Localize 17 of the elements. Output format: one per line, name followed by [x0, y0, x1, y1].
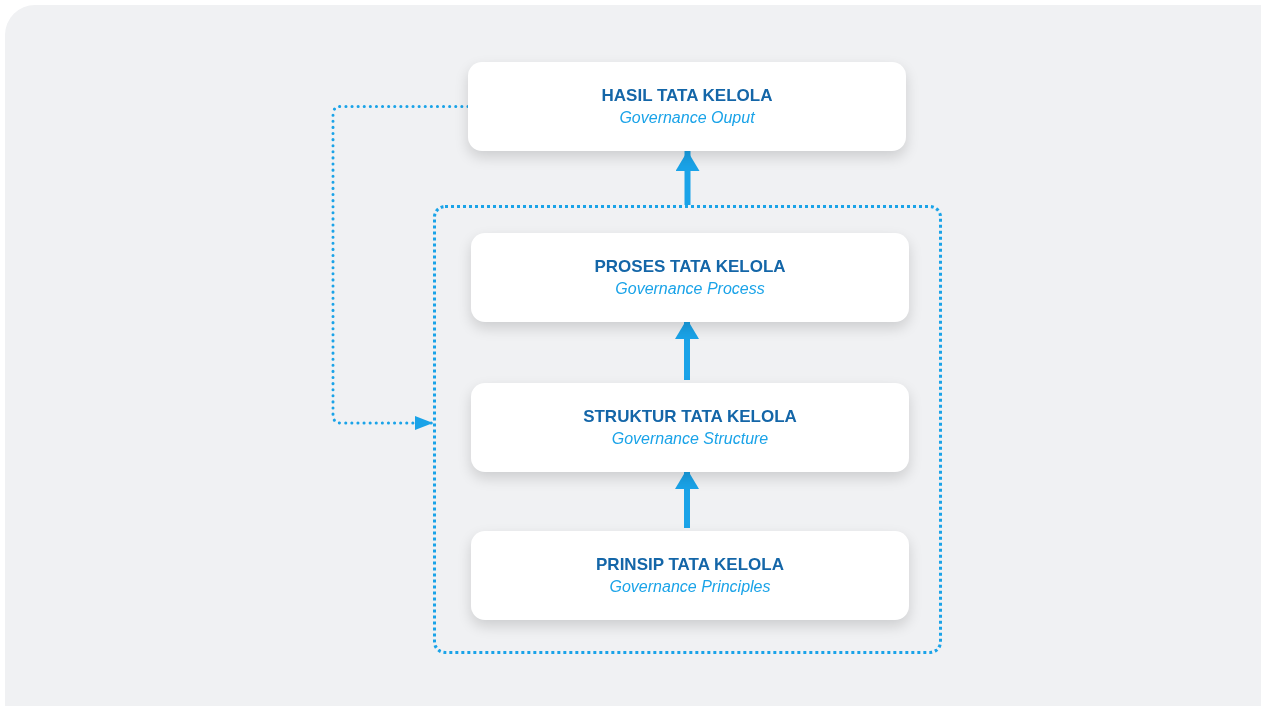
box-subtitle: Governance Structure [611, 428, 769, 449]
arrow [675, 151, 700, 205]
process-box [471, 383, 909, 472]
arrow [331, 105, 470, 430]
box-subtitle: Governance Principles [609, 576, 771, 597]
box-title: HASIL TATA KELOLA [601, 84, 773, 107]
arrow [675, 469, 699, 528]
box-title: STRUKTUR TATA KELOLA [583, 405, 797, 428]
box-title: PRINSIP TATA KELOLA [596, 553, 784, 576]
process-box [471, 233, 909, 322]
group-frame [433, 205, 942, 654]
box-subtitle: Governance Ouput [619, 107, 755, 128]
process-box [471, 531, 909, 620]
process-box [468, 62, 906, 151]
arrow [675, 319, 699, 380]
box-title: PROSES TATA KELOLA [594, 255, 786, 278]
box-subtitle: Governance Process [615, 278, 765, 299]
